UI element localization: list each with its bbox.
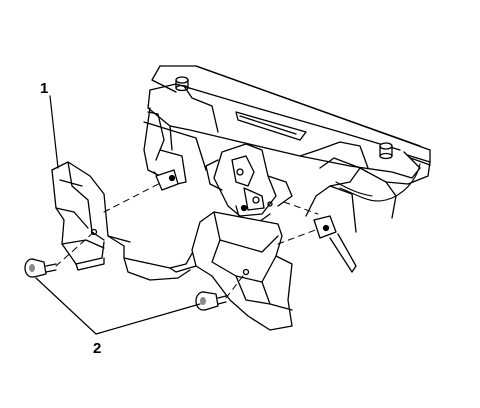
alignment-lines [55,177,327,299]
mounting-studs [155,169,357,273]
leader-part-1 [49,95,59,169]
push-in-retainer-left [24,258,57,278]
push-in-retainer-right [195,291,227,311]
callout-part-2: 2 [93,340,102,357]
callout-part-1: 1 [40,80,49,97]
left-air-baffle [51,161,201,281]
radiator-support [143,65,431,233]
callout-leaders [35,95,201,335]
hood-latch-assembly [205,143,293,225]
right-air-baffle [169,211,293,331]
leader-part-2 [35,277,201,335]
